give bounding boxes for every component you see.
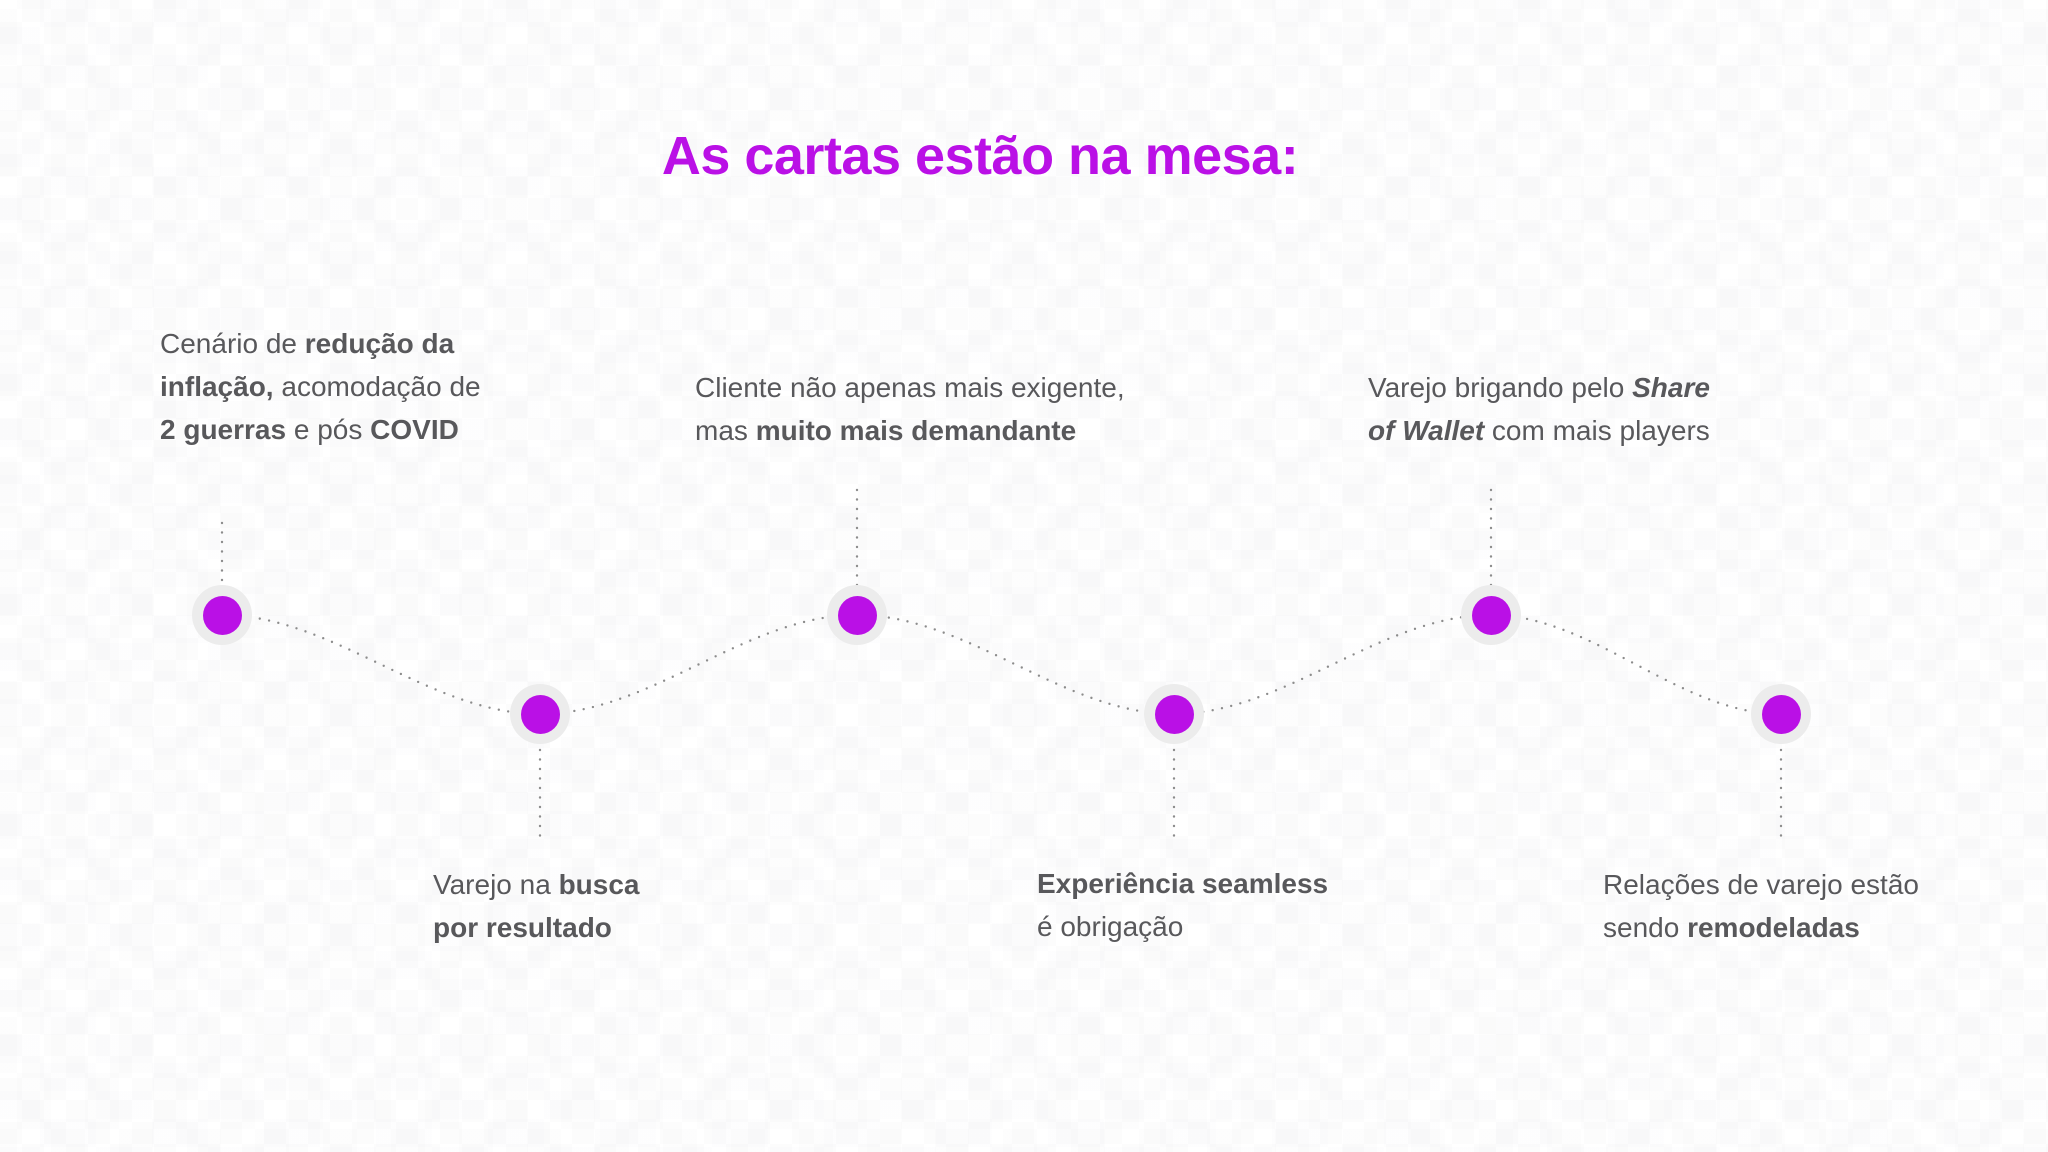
text-segment: Varejo na (433, 869, 559, 900)
label-line: é obrigação (1037, 905, 1328, 948)
node-dot-icon (202, 595, 242, 635)
text-segment: muito mais demandante (755, 415, 1077, 446)
timeline-node-6 (1751, 684, 1811, 744)
page-title: As cartas estão na mesa: (661, 126, 1299, 186)
label-line: Varejo na busca (433, 863, 640, 906)
node-dot-icon (520, 694, 560, 734)
text-segment: por resultado (433, 912, 612, 943)
label-line: Experiência seamless (1037, 862, 1328, 905)
text-segment: Experiência seamless (1037, 868, 1329, 899)
text-segment: com mais players (1484, 415, 1710, 446)
text-segment: mas (695, 415, 756, 446)
milestone-label-3: Cliente não apenas mais exigente, mas mu… (695, 366, 1125, 452)
text-segment: acomodação de (273, 371, 481, 402)
label-line: mas muito mais demandante (695, 409, 1125, 452)
text-segment: sendo (1603, 912, 1688, 943)
text-segment: remodeladas (1687, 912, 1860, 943)
text-segment: Share (1632, 372, 1710, 403)
label-line: inflação, acomodação de (160, 365, 481, 408)
node-dot-icon (1154, 694, 1194, 734)
text-segment: Varejo brigando pelo (1368, 372, 1633, 403)
node-dot-icon (1471, 595, 1511, 635)
timeline-node-5 (1461, 585, 1521, 645)
timeline-node-1 (192, 585, 252, 645)
text-segment: Cliente não apenas mais exigente, (695, 372, 1125, 403)
milestone-label-2: Varejo na busca por resultado (433, 863, 640, 949)
label-line: 2 guerras e pós COVID (160, 408, 481, 451)
milestone-label-5: Varejo brigando pelo Share of Wallet com… (1368, 366, 1710, 452)
text-segment: COVID (370, 414, 459, 445)
text-segment: e pós (286, 414, 371, 445)
text-segment: Cenário de (160, 328, 305, 359)
milestone-label-4: Experiência seamless é obrigação (1037, 862, 1328, 948)
timeline-node-4 (1144, 684, 1204, 744)
text-segment: redução da (304, 328, 455, 359)
text-segment: of Wallet (1368, 415, 1485, 446)
timeline-node-2 (510, 684, 570, 744)
text-segment: é obrigação (1037, 911, 1184, 942)
milestone-label-6: Relações de varejo estão sendo remodelad… (1603, 863, 1919, 949)
milestone-label-1: Cenário de redução da inflação, acomodaç… (160, 322, 481, 451)
label-line: Cenário de redução da (160, 322, 481, 365)
label-line: Cliente não apenas mais exigente, (695, 366, 1125, 409)
label-line: sendo remodeladas (1603, 906, 1919, 949)
node-dot-icon (837, 595, 877, 635)
text-segment: 2 guerras (160, 414, 287, 445)
text-segment: Relações de varejo estão (1603, 869, 1919, 900)
text-segment: busca (558, 869, 640, 900)
text-segment: inflação, (160, 371, 274, 402)
label-line: por resultado (433, 906, 640, 949)
label-line: Varejo brigando pelo Share (1368, 366, 1710, 409)
timeline-wave-path (220, 613, 1783, 716)
timeline-node-3 (827, 585, 887, 645)
label-line: of Wallet com mais players (1368, 409, 1710, 452)
label-line: Relações de varejo estão (1603, 863, 1919, 906)
node-dot-icon (1761, 694, 1801, 734)
